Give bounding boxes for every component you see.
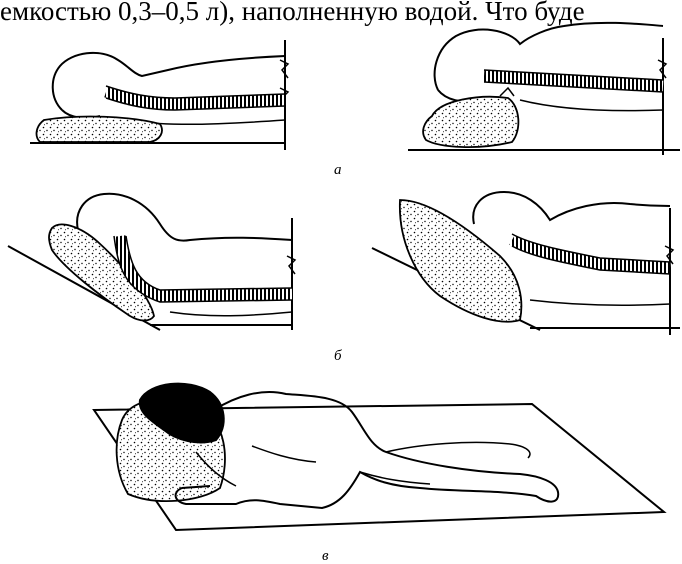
- panel-c: [94, 384, 664, 530]
- high-pillow: [423, 97, 518, 147]
- panel-b-right: [372, 192, 680, 335]
- caption-c: в: [322, 548, 329, 564]
- wedge-pillow: [400, 200, 522, 322]
- panel-a-right: [408, 23, 680, 155]
- panel-a-left: [30, 40, 288, 150]
- caption-b: б: [334, 348, 342, 364]
- body-outline: [473, 192, 670, 224]
- inclined-pillow: [49, 224, 154, 320]
- caption-a: а: [334, 162, 342, 178]
- body-outline: [77, 194, 292, 241]
- flat-pillow: [37, 117, 162, 142]
- spine: [512, 240, 670, 268]
- panel-b-left: [8, 194, 295, 330]
- spine: [120, 236, 292, 296]
- spine: [484, 76, 663, 86]
- figure-outline: [176, 392, 559, 508]
